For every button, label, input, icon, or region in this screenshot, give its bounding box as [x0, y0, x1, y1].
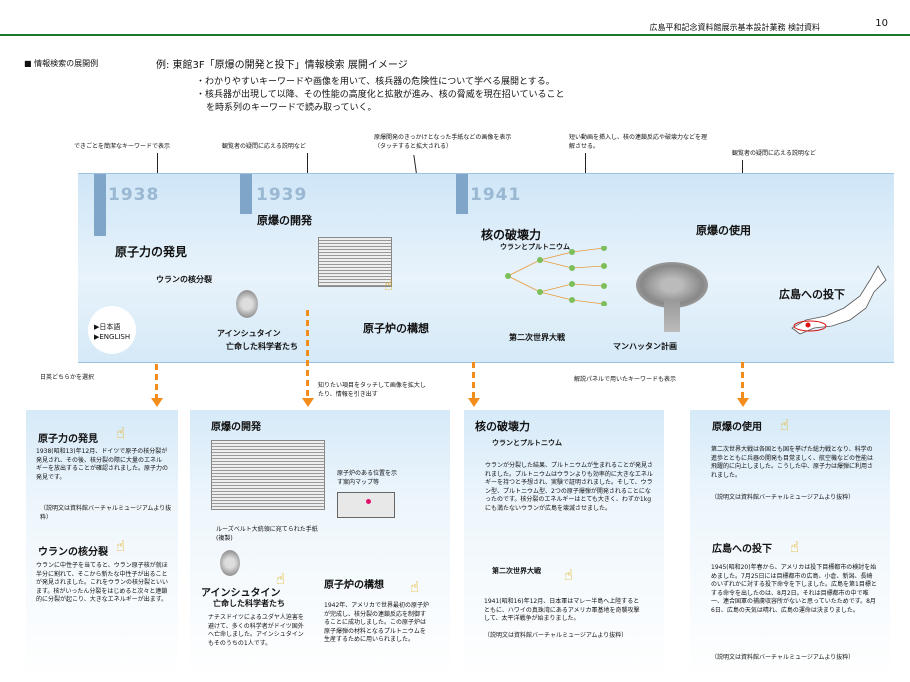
document-header-title: 広島平和記念資料館展示基本設計業務 検討資料	[649, 23, 820, 32]
year-bar	[94, 174, 106, 236]
panel-heading: 原子炉の構想	[324, 580, 384, 591]
flow-arrow-head	[737, 398, 749, 407]
touch-hand-icon: ☝	[564, 566, 574, 584]
keyword-ww2[interactable]: 第二次世界大戦	[509, 333, 565, 342]
panel-source: （説明文は資料館バーチャルミュージアムより抜粋）	[484, 632, 628, 639]
einstein-portrait-icon[interactable]	[236, 290, 258, 318]
header-rule	[0, 34, 910, 36]
detail-panel-discovery	[26, 410, 178, 682]
detail-panel-bomb-use	[690, 410, 890, 682]
keyword-hiroshima-drop[interactable]: 広島への投下	[779, 288, 845, 301]
panel-body: 1938(昭和13)年12月、ドイツで原子の核分裂が発見され、その後、核分裂の際…	[36, 448, 169, 481]
touch-hand-icon: ☝	[116, 537, 126, 555]
section-label: ■ 情報検索の展開例	[24, 59, 99, 68]
panel-heading: 広島への投下	[712, 544, 772, 555]
language-selector[interactable]	[88, 306, 136, 354]
keyword-uran-bunretsu[interactable]: ウランの核分裂	[156, 275, 212, 284]
touch-hand-icon: ☝	[276, 570, 286, 588]
timeline-screen[interactable]	[78, 173, 894, 363]
panel-heading: 核の破壊力	[475, 420, 530, 433]
callout-touch: 知りたい項目をタッチして画像を拡大したり、情報を引き出す	[318, 382, 426, 398]
keyword-genshiryoku-hakken[interactable]: 原子力の発見	[115, 245, 188, 259]
callout-language: 日英どちらかを選択	[40, 374, 95, 381]
year-bar	[240, 174, 252, 214]
intro-line-1: ・わかりやすいキーワードや画像を用いて、核兵器の危険性について学べる展開とする。	[196, 77, 555, 87]
callout-video: 短い動画を挿入し、核の連鎖反応や破壊力などを理解させる。	[569, 134, 708, 150]
intro-line-3: を時系列のキーワードで読み取っていく。	[206, 103, 377, 113]
panel-heading: 原子力の発見	[38, 434, 98, 445]
year-1939: 1939	[256, 185, 308, 205]
page-number: 10	[875, 18, 888, 29]
map-caption: 原子炉のある位置を示す案内マップ等	[337, 470, 398, 486]
chain-reaction-diagram	[505, 246, 607, 306]
callout-image: 原爆開発のきっかけとなった手紙などの画像を表示（タッチすると拡大される）	[374, 134, 512, 150]
panel-source: （説明文は資料館バーチャルミュージアムより抜粋）	[711, 654, 855, 661]
letter-image[interactable]	[211, 440, 325, 510]
panel-heading-sub: 亡命した科学者たち	[213, 599, 285, 608]
year-1938: 1938	[108, 185, 160, 205]
reactor-location-map[interactable]	[337, 492, 395, 518]
panel-heading: ウランの核分裂	[38, 547, 108, 558]
keyword-genbaku-kaihatsu[interactable]: 原爆の開発	[257, 214, 312, 227]
panel-heading: 第二次世界大戦	[492, 567, 541, 575]
touch-hand-icon: ☝	[384, 276, 394, 294]
callout-keyword: できごとを簡潔なキーワードで表示	[74, 143, 171, 150]
panel-subheading: ウランとプルトニウム	[492, 439, 562, 447]
letter-caption: ルーズベルト大統領に宛てられた手紙(複製)	[216, 526, 318, 542]
touch-hand-icon: ☝	[410, 578, 420, 596]
touch-hand-icon: ☝	[780, 416, 790, 434]
callout-explanation: 観覧者の疑問に応える説明など	[222, 143, 306, 150]
mushroom-cloud-stem	[664, 300, 680, 332]
panel-body: 1945(昭和20)年春から、アメリカは投下目標都市の検討を始めました。7月25…	[711, 564, 877, 614]
flow-arrow-head	[151, 398, 163, 407]
intro-line-2: ・核兵器が出現して以降、その性能の高度化と拡散が進み、核の脅威を現在招いているこ…	[196, 90, 565, 100]
panel-heading: アインシュタイン	[201, 588, 281, 599]
keyword-manhattan-project[interactable]: マンハッタン計画	[613, 342, 677, 351]
touch-hand-icon: ☝	[116, 424, 126, 442]
year-1941: 1941	[470, 185, 522, 205]
callout-keyword-display: 解説パネルで用いたキーワードも表示	[574, 376, 677, 383]
location-marker-icon	[366, 499, 371, 504]
panel-body: ウランに中性子を当てると、ウラン原子核が就ほ半分に割れて、そこから新たな中性子が…	[36, 562, 169, 603]
detail-panel-destructive-power	[464, 410, 664, 682]
panel-source: （説明文は資料館バーチャルミュージアムより抜粋）	[711, 494, 855, 501]
letter-image-thumbnail[interactable]	[318, 237, 392, 287]
keyword-destructive-power[interactable]: 核の破壊力	[481, 228, 542, 242]
panel-heading: 原爆の使用	[712, 422, 762, 433]
japan-map-icon[interactable]	[786, 262, 890, 342]
panel-body: ウランが分裂した結果、プルトニウムが生まれることが発見されました。プルトニウムは…	[485, 462, 654, 512]
flow-arrow-line	[472, 362, 475, 398]
example-title: 例: 東館3F「原爆の開発と投下」情報検索 展開イメージ	[156, 60, 408, 71]
callout-explanation-2: 観覧者の疑問に応える説明など	[732, 150, 816, 157]
keyword-bomb-use[interactable]: 原爆の使用	[696, 224, 751, 237]
lang-ja-button[interactable]: ▶日本語	[94, 323, 121, 331]
keyword-exiled-scientists[interactable]: 亡命した科学者たち	[226, 342, 298, 351]
panel-body: 第二次世界大戦は各国とも国を挙げた総力戦となり、科学の進歩とともに兵器の開発も目…	[711, 446, 874, 479]
intro-text: ・わかりやすいキーワードや画像を用いて、核兵器の危険性について学べる展開とする。…	[196, 76, 564, 115]
panel-heading: 原爆の開発	[211, 422, 261, 433]
panel-body: ナチスドイツによるユダヤ人迫害を避けて、多くの科学者がドイツ国外へ亡命しました。…	[208, 614, 304, 647]
lang-en-button[interactable]: ▶ENGLISH	[94, 333, 131, 341]
flow-arrow-line	[155, 364, 158, 398]
panel-body: 1942年、アメリカで世界最初の原子炉が完成し、核分裂の連鎖反応を制御することに…	[324, 602, 429, 643]
flow-arrow-line	[741, 362, 744, 398]
keyword-einstein[interactable]: アインシュタイン	[217, 329, 281, 338]
keyword-reactor-concept[interactable]: 原子炉の構想	[363, 322, 429, 335]
touch-hand-icon: ☝	[790, 538, 800, 556]
panel-source: （説明文は資料館バーチャルミュージアムより抜粋）	[40, 505, 172, 521]
flow-arrow-head	[302, 398, 314, 407]
flow-arrow-line	[306, 310, 309, 398]
flow-arrow-head	[468, 398, 480, 407]
panel-body: 1941(昭和16)年12月、日本軍はマレー半島へ上陸するとともに、ハワイの真珠…	[484, 598, 640, 622]
year-bar	[456, 174, 468, 214]
keyword-uranium-plutonium[interactable]: ウランとプルトニウム	[500, 243, 570, 251]
einstein-portrait-icon[interactable]	[220, 550, 240, 576]
